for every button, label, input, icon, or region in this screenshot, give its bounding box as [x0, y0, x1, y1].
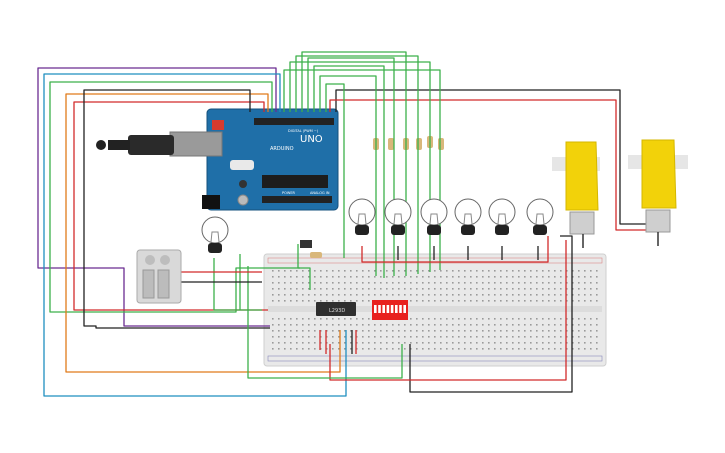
battery-pack	[136, 249, 182, 304]
dip-toggle[interactable]	[390, 305, 394, 313]
light-bulb	[384, 198, 412, 235]
light-bulb	[488, 198, 516, 235]
wire-black-motor	[335, 89, 652, 225]
dc-power-jack	[202, 195, 220, 209]
light-bulb	[420, 198, 448, 235]
breadboard-holes	[272, 270, 598, 350]
dc-motor-1	[552, 141, 600, 248]
wire-purple	[37, 67, 277, 327]
slide-switch[interactable]	[300, 240, 312, 248]
dip-toggle[interactable]	[374, 305, 377, 313]
arduino-brand-label: ARDUINO	[270, 146, 294, 152]
light-bulb	[526, 198, 554, 235]
light-bulb	[454, 198, 482, 235]
light-bulb	[201, 216, 229, 253]
dip-toggle[interactable]	[403, 305, 406, 313]
dip-toggle[interactable]	[399, 305, 402, 313]
usb-cable	[96, 131, 223, 157]
wires	[37, 51, 652, 397]
wire-black-left	[83, 89, 270, 329]
arduino-power-label: POWER	[282, 191, 296, 195]
wire-red-motor	[329, 99, 652, 231]
dc-motor-2	[628, 139, 688, 246]
wire-red-left	[73, 101, 268, 311]
dip-toggle[interactable]	[382, 305, 385, 313]
arduino-digital-label: DIGITAL (PWM ~)	[288, 129, 319, 133]
arduino-model-label: UNO	[300, 134, 323, 145]
light-bulb	[348, 198, 376, 235]
l293d-chip: L293D	[316, 302, 356, 316]
dip-toggle[interactable]	[395, 305, 398, 313]
dip-switch	[372, 300, 408, 320]
wire-orange	[65, 93, 341, 373]
arduino-uno-board: UNO ARDUINO DIGITAL (PWM ~) POWER ANALOG…	[206, 108, 339, 211]
wire-blue	[43, 73, 347, 397]
breadboard	[263, 253, 607, 367]
ic-label: L293D	[329, 308, 345, 314]
wire-green-left	[49, 81, 300, 313]
dip-toggle[interactable]	[378, 305, 381, 313]
reset-button[interactable]	[212, 120, 224, 130]
dip-toggle[interactable]	[386, 305, 390, 313]
bulb-group	[201, 198, 554, 253]
arduino-analog-label: ANALOG IN	[310, 191, 330, 195]
